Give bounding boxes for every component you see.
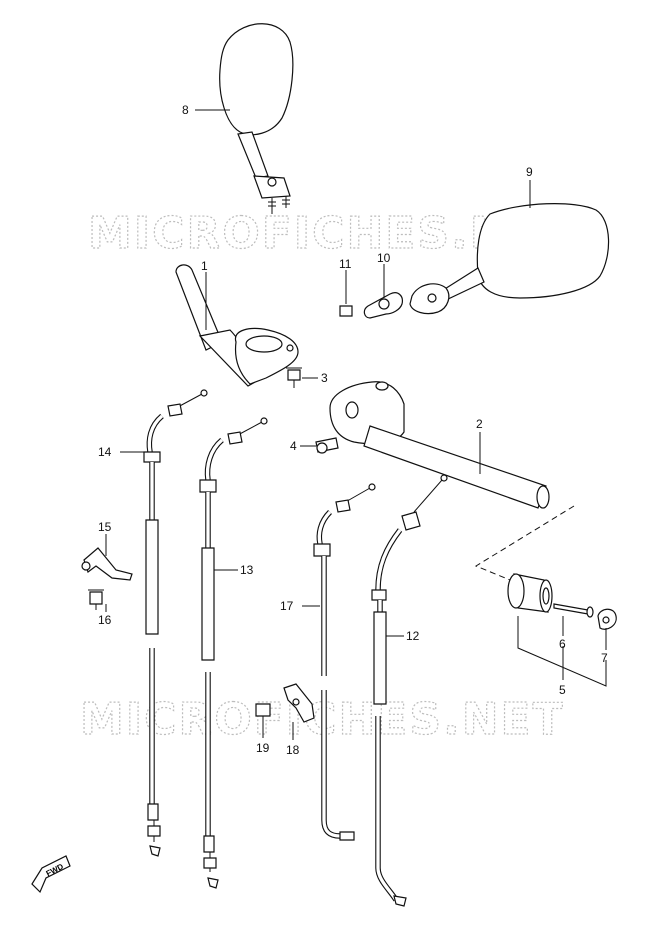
callout-6: 6 bbox=[559, 637, 566, 651]
callout-8: 8 bbox=[182, 103, 189, 117]
cable-clamp bbox=[283, 683, 315, 723]
callout-7: 7 bbox=[601, 651, 608, 665]
left-mirror bbox=[219, 23, 294, 214]
callout-9: 9 bbox=[526, 165, 533, 179]
choke-cable bbox=[313, 483, 376, 841]
assembly-dashed-line bbox=[474, 505, 575, 581]
bar-end-screw bbox=[553, 603, 594, 618]
callout-15: 15 bbox=[98, 520, 112, 534]
forward-direction-badge: FWD bbox=[31, 855, 71, 894]
mirror-adapter-plate bbox=[363, 292, 403, 319]
throttle-cable-2 bbox=[199, 417, 268, 889]
right-handlebar bbox=[329, 381, 550, 509]
handlebar-bolt-right bbox=[315, 437, 339, 454]
callout-4: 4 bbox=[290, 439, 297, 453]
callout-18: 18 bbox=[286, 743, 300, 757]
callout-17: 17 bbox=[280, 599, 294, 613]
bar-end-weight bbox=[507, 573, 553, 613]
right-mirror bbox=[409, 203, 610, 315]
handlebar-bolt-left bbox=[286, 367, 302, 388]
clutch-cable bbox=[371, 474, 448, 907]
callout-16: 16 bbox=[98, 613, 112, 627]
cable-clamp-bolt bbox=[255, 703, 271, 724]
callout-3: 3 bbox=[321, 371, 328, 385]
callout-11: 11 bbox=[339, 257, 352, 271]
callout-14: 14 bbox=[98, 445, 112, 459]
callout-1: 1 bbox=[201, 259, 208, 273]
callout-5: 5 bbox=[559, 683, 566, 697]
callout-2: 2 bbox=[476, 417, 483, 431]
bar-end-bracket bbox=[517, 616, 607, 687]
callout-labels: 8 9 1 11 10 3 4 2 14 15 16 13 17 12 6 7 … bbox=[98, 103, 608, 757]
cable-guide bbox=[81, 547, 133, 581]
callout-13: 13 bbox=[240, 563, 254, 577]
bar-end-clip bbox=[597, 608, 617, 630]
cable-guide-bolt bbox=[88, 589, 104, 610]
leader-lines bbox=[105, 109, 607, 740]
callout-10: 10 bbox=[377, 251, 391, 265]
throttle-cable-1 bbox=[143, 389, 208, 857]
callout-12: 12 bbox=[406, 629, 420, 643]
callout-19: 19 bbox=[256, 741, 270, 755]
left-handlebar bbox=[175, 264, 299, 387]
